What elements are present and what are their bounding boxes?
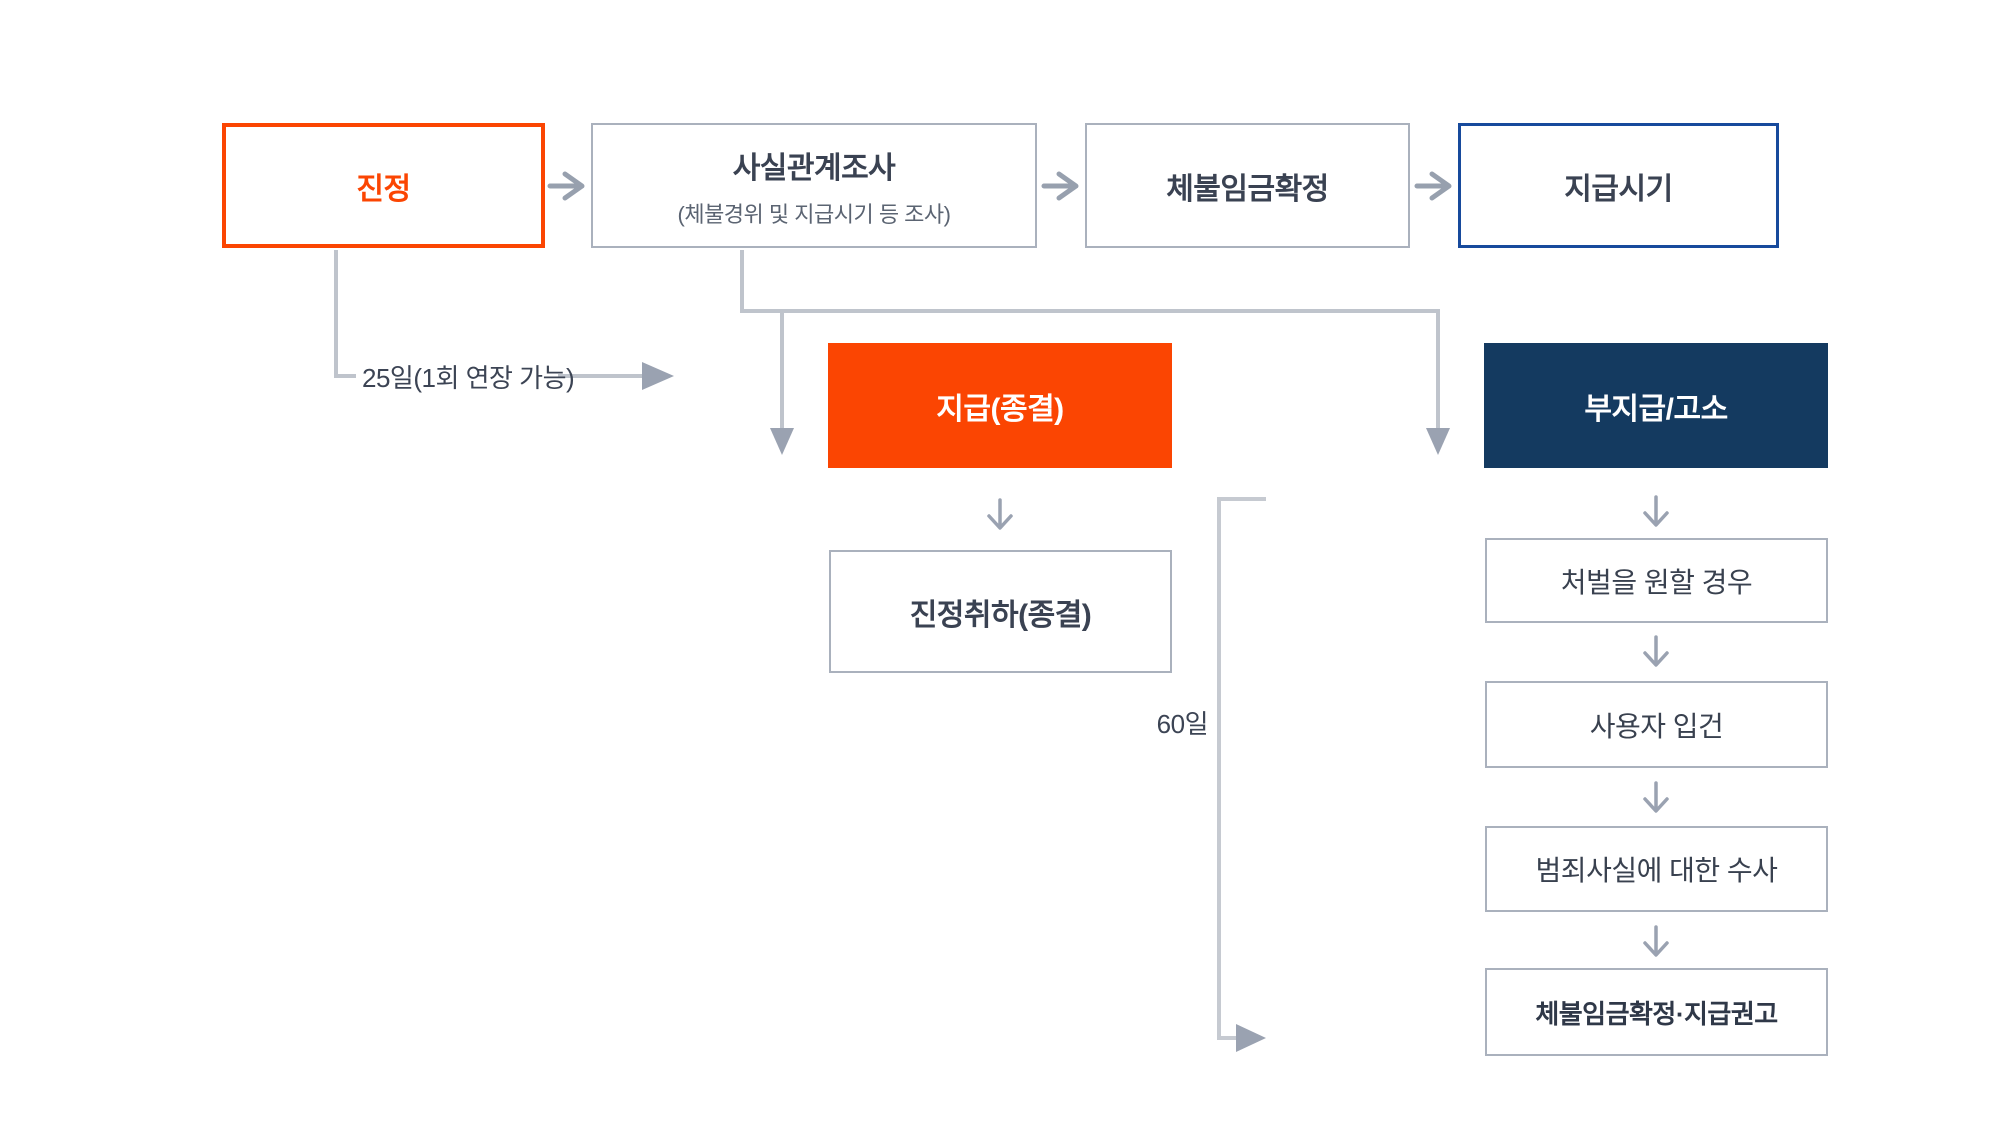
box-nonpayment-accusation-label: 부지급/고소 [1584,392,1728,426]
box-fact-investigation-label: 사실관계조사 [732,151,896,185]
box-payment-timing-label: 지급시기 [1564,172,1673,206]
box-payment-closed: 지급(종결) [828,343,1172,468]
box-crime-investigation-label: 범죄사실에 대한 수사 [1535,855,1778,886]
box-payment-closed-label: 지급(종결) [936,392,1064,426]
box-punishment-wish-label: 처벌을 원할 경우 [1560,566,1753,598]
box-wage-confirmation-payment-recommendation-label: 체불임금확정·지급권고 [1535,998,1778,1029]
label-25days: 25일(1회 연장 가능) [362,362,575,393]
connector-60days [1217,497,1266,1052]
box-petition-label: 진정 [356,172,411,206]
box-wage-confirmation-payment-recommendation: 체불임금확정·지급권고 [1485,968,1828,1056]
box-payment-timing: 지급시기 [1458,123,1779,248]
box-nonpayment-accusation: 부지급/고소 [1484,343,1828,468]
box-fact-investigation-sublabel: (체불경위 및 지급시기 등 조사) [677,201,951,227]
arrow-down-icon [987,495,1669,957]
box-overdue-wage-confirmation: 체불임금확정 [1085,123,1410,248]
box-petition-withdrawal-closed: 진정취하(종결) [829,550,1172,673]
arrow-down-icon [1426,428,1450,455]
box-overdue-wage-confirmation-label: 체불임금확정 [1166,172,1329,206]
label-60days: 60일 [1156,709,1209,739]
box-employer-booking: 사용자 입건 [1485,681,1828,768]
arrow-right-icon [642,362,674,390]
arrow-right-icon [547,171,1452,201]
box-employer-booking-label: 사용자 입건 [1589,710,1724,742]
arrow-right-icon [1236,1024,1266,1052]
box-crime-investigation: 범죄사실에 대한 수사 [1485,826,1828,912]
box-punishment-wish: 처벌을 원할 경우 [1485,538,1828,623]
box-petition: 진정 [222,123,545,248]
connector-distribution [740,250,1450,455]
connector-25days [334,250,674,390]
box-petition-withdrawal-closed-label: 진정취하(종결) [909,598,1092,632]
arrow-down-icon [770,428,794,455]
box-fact-investigation: 사실관계조사 (체불경위 및 지급시기 등 조사) [591,123,1037,248]
